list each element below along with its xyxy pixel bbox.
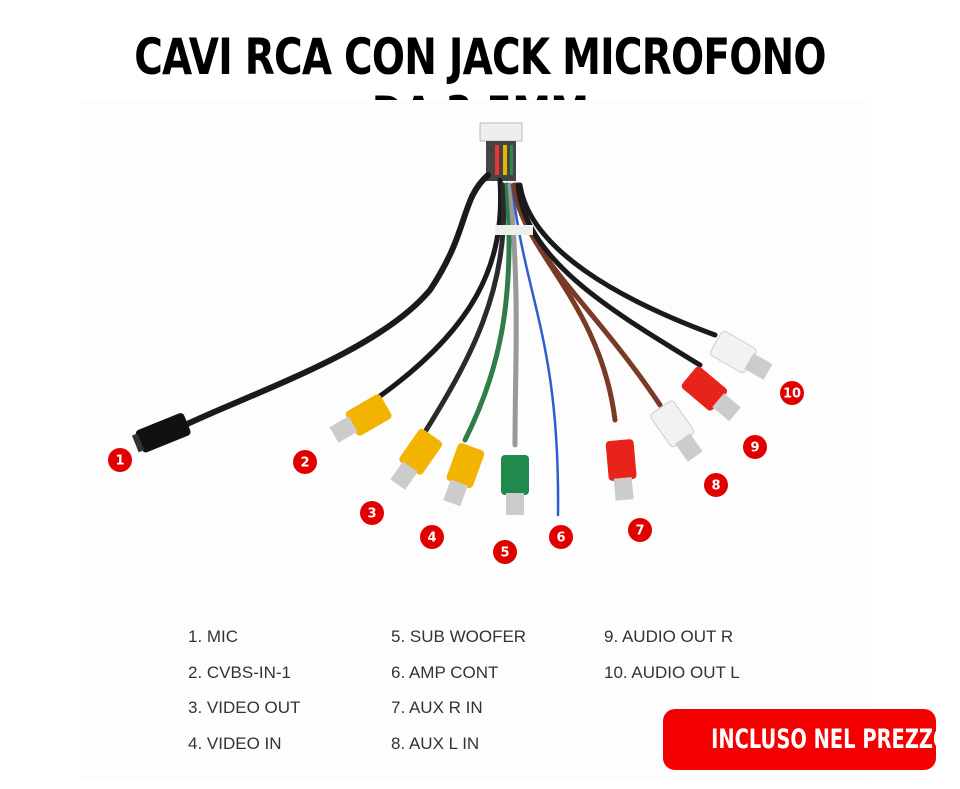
legend-item: 8. AUX L IN (391, 733, 480, 753)
marker-circle (743, 435, 767, 459)
rca-plug-white-10 (709, 330, 773, 380)
product-photo-background (80, 100, 870, 780)
marker-label: 1 (115, 454, 124, 469)
rca-plug-yellow-3 (390, 428, 443, 490)
rca-plug-red-9 (681, 366, 741, 422)
marker-label: 8 (711, 479, 720, 494)
number-marker-5: 5 (493, 540, 517, 564)
marker-label: 2 (300, 456, 309, 471)
cable-9 (515, 182, 703, 368)
number-marker-2: 2 (293, 450, 317, 474)
cable-2 (357, 177, 504, 413)
rca-plug-green-5 (501, 455, 529, 515)
marker-label: 6 (556, 531, 565, 546)
marker-circle (628, 518, 652, 542)
number-marker-10: 10 (780, 381, 804, 405)
marker-circle (108, 448, 132, 472)
number-marker-7: 7 (628, 518, 652, 542)
mic-jack-plug (131, 413, 191, 453)
marker-circle (780, 381, 804, 405)
number-marker-6: 6 (549, 525, 573, 549)
cable-8 (513, 182, 663, 408)
legend-item: 4. VIDEO IN (188, 733, 282, 753)
harness-connector (479, 122, 523, 142)
legend-item: 10. AUDIO OUT L (604, 662, 740, 682)
legend-item: 2. CVBS-IN-1 (188, 662, 291, 682)
rca-plug-yellow-4 (443, 443, 485, 507)
legend-column-3: 9. AUDIO OUT R 10. AUDIO OUT L (604, 619, 740, 690)
included-in-price-badge: INCLUSO NEL PREZZO! (663, 709, 958, 770)
legend-item: 1. MIC (188, 627, 239, 646)
rca-plug-yellow-2 (329, 394, 392, 443)
legend-item: 3. VIDEO OUT (188, 698, 301, 717)
marker-circle (420, 525, 444, 549)
rca-plug-white-8 (650, 400, 703, 462)
number-marker-1: 1 (108, 448, 132, 472)
marker-label: 10 (783, 387, 801, 402)
cable-tie (495, 225, 533, 235)
marker-circle (704, 473, 728, 497)
rca-plug-red-7 (605, 439, 637, 501)
legend-item: 9. AUDIO OUT R (604, 627, 734, 646)
legend-item: 6. AMP CONT (391, 662, 499, 682)
cable-3 (417, 182, 507, 443)
marker-label: 9 (750, 441, 759, 456)
cable-5 (507, 182, 519, 448)
number-marker-3: 3 (360, 501, 384, 525)
legend-column-2: 5. SUB WOOFER 6. AMP CONT 7. AUX R IN 8.… (391, 619, 526, 761)
legend-column-1: 1. MIC 2. CVBS-IN-1 3. VIDEO OUT 4. VIDE… (188, 619, 300, 761)
legend-item: 7. AUX R IN (391, 698, 483, 717)
marker-label: 5 (500, 546, 509, 561)
number-marker-4: 4 (420, 525, 444, 549)
cable-10 (517, 182, 718, 338)
number-marker-9: 9 (743, 435, 767, 459)
legend-item: 5. SUB WOOFER (391, 627, 527, 646)
marker-circle (493, 540, 517, 564)
marker-label: 7 (635, 524, 644, 539)
cable-mic (182, 172, 491, 428)
marker-label: 3 (367, 507, 376, 522)
marker-label: 4 (427, 531, 436, 546)
marker-circle (549, 525, 573, 549)
marker-circle (360, 501, 384, 525)
marker-circle (293, 450, 317, 474)
number-marker-8: 8 (704, 473, 728, 497)
